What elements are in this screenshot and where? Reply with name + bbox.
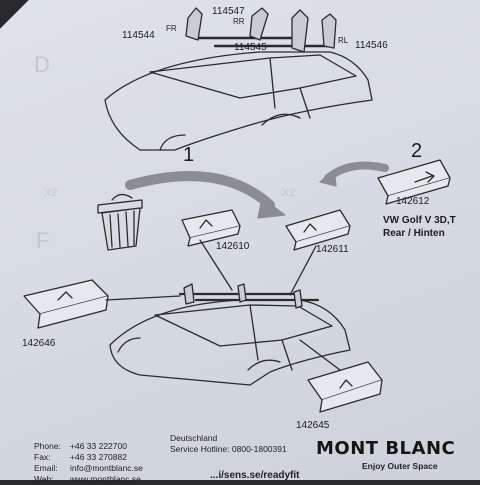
svg-text:X2: X2: [282, 187, 295, 199]
region-label: Deutschland: [170, 433, 218, 443]
phone-value: +46 33 222700: [70, 441, 127, 451]
arrow-remove-icon: [125, 171, 275, 210]
car-top-illustration: [104, 7, 373, 151]
phone-label: Phone:: [34, 441, 61, 451]
fax-value: +46 33 270882: [70, 452, 127, 462]
hotline-text: Service Hotline: 0800-1800391: [170, 444, 287, 454]
pad-142646: [23, 279, 109, 329]
part-number-142645: 142645: [296, 420, 330, 431]
hotline-block: Deutschland Service Hotline: 0800-180039…: [170, 433, 287, 455]
web-value[interactable]: www.montblanc.se: [70, 474, 141, 484]
pad-142612: [377, 159, 451, 205]
contact-labels: Phone: Fax: Email: Web:: [34, 441, 61, 485]
part-number-142611: 142611: [316, 244, 349, 255]
position-fr: FR: [166, 24, 177, 33]
fax-label: Fax:: [34, 452, 51, 462]
part-number-114545: 114545: [234, 42, 267, 53]
part-number-114547: 114547: [212, 6, 245, 17]
web-label: Web:: [34, 474, 54, 484]
part-number-142612: 142612: [396, 196, 430, 207]
brand-logo: MONT BLANC: [316, 438, 456, 459]
email-label: Email:: [34, 463, 58, 473]
position-rr: RR: [233, 17, 245, 26]
arrow-install-icon: [324, 161, 389, 182]
vehicle-model-line2: Rear / Hinten: [383, 228, 445, 239]
svg-text:X2: X2: [44, 187, 57, 199]
svg-text:D: D: [34, 52, 50, 77]
vehicle-model-line1: VW Golf V 3D,T: [383, 215, 456, 226]
trash-can-icon: [97, 193, 143, 251]
step-2-label: 2: [411, 140, 423, 162]
part-number-114544: 114544: [122, 30, 155, 41]
readyfit-url: ...i/sens.se/readyfit: [210, 470, 300, 481]
part-number-114546: 114546: [355, 40, 388, 51]
pad-142645: [307, 361, 383, 413]
svg-text:F: F: [36, 228, 49, 253]
step-1-label: 1: [183, 144, 195, 166]
part-number-142610: 142610: [216, 241, 250, 252]
pad-142611: [285, 209, 351, 251]
email-value[interactable]: info@montblanc.se: [70, 463, 143, 473]
vehicle-model: VW Golf V 3D,T Rear / Hinten: [383, 214, 456, 240]
contact-values: +46 33 222700 +46 33 270882 info@montbla…: [70, 441, 143, 485]
brand-tagline: Enjoy Outer Space: [362, 461, 438, 471]
position-rl: RL: [338, 36, 349, 45]
part-number-142646: 142646: [22, 338, 56, 349]
car-bottom-illustration: [109, 283, 351, 386]
